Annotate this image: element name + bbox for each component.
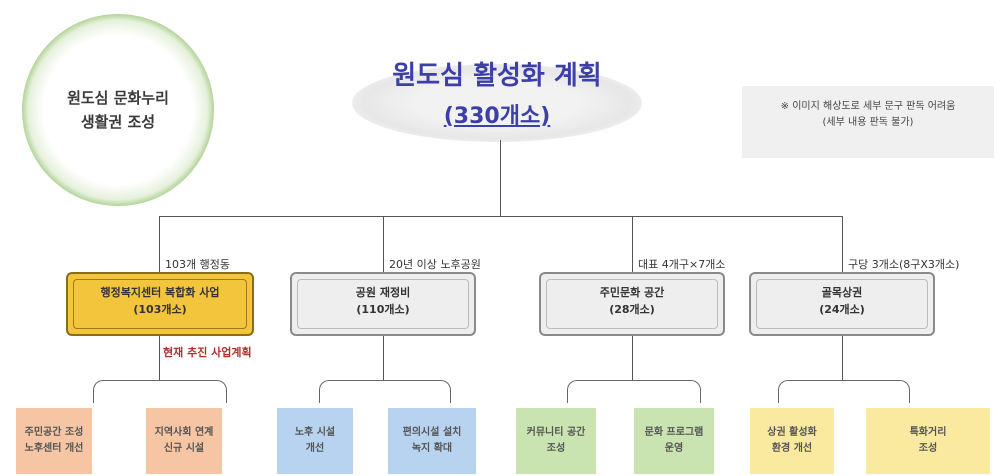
- leaf-4-1-line-1: 상권 활성화: [767, 427, 817, 438]
- leaf-stem-1: [159, 336, 160, 380]
- branch-label-4: 구당 3개소(8구X3개소): [848, 258, 960, 271]
- goal-circle-text: 원도심 문화누리 생활권 조성: [22, 86, 214, 134]
- leaf-2-2-line-2: 녹지 확대: [411, 443, 453, 454]
- category-box-3-text: 주민문화 공간 (28개소): [541, 274, 723, 318]
- category-box-1: 행정복지센터 복합화 사업 (103개소): [66, 272, 254, 336]
- note-box: [742, 86, 994, 158]
- branch-label-3: 대표 4개구×7개소: [638, 258, 726, 271]
- diagram-title-count: (330개소): [443, 104, 551, 129]
- leaf-bracket-2: [319, 380, 451, 403]
- goal-line-2: 생활권 조성: [80, 113, 156, 131]
- category-box-2-frame: [297, 279, 469, 329]
- branch-label-2: 20년 이상 노후공원: [389, 258, 481, 271]
- category-box-3-title: 주민문화 공간: [599, 286, 665, 299]
- leaf-stem-4: [842, 336, 843, 380]
- category-box-4-frame: [756, 279, 928, 329]
- leaf-1-2-line-1: 지역사회 연계: [154, 427, 214, 438]
- leaf-2-1: 노후 시설 개선: [277, 408, 353, 474]
- branch-line-4: [842, 216, 843, 272]
- goal-circle: [22, 14, 214, 206]
- leaf-bracket-1: [93, 380, 227, 403]
- leaf-3-1: 커뮤니티 공간 조성: [516, 408, 596, 474]
- category-box-1-title: 행정복지센터 복합화 사업: [100, 286, 220, 299]
- leaf-bracket-3: [567, 380, 701, 403]
- category-box-1-frame: [73, 279, 247, 329]
- leaf-stem-3: [632, 336, 633, 380]
- category-box-2-text: 공원 재정비 (110개소): [292, 274, 474, 318]
- branch-line-3: [632, 216, 633, 272]
- leaf-2-1-line-2: 개선: [305, 443, 325, 454]
- leaf-4-2-line-1: 특화거리: [909, 427, 947, 438]
- category-box-4-title: 골목상권: [821, 286, 863, 299]
- trunk-line: [500, 140, 501, 216]
- category-box-1-text: 행정복지센터 복합화 사업 (103개소): [68, 274, 252, 318]
- leaf-1-1-line-2: 노후센터 개선: [24, 443, 84, 454]
- leaf-bracket-4: [778, 380, 910, 403]
- category-box-3: 주민문화 공간 (28개소): [539, 272, 725, 336]
- leaf-stem-2: [383, 336, 384, 380]
- diagram-title: 원도심 활성화 계획: [392, 61, 602, 91]
- category-box-4-text: 골목상권 (24개소): [751, 274, 933, 318]
- leaf-4-2: 특화거리 조성: [866, 408, 990, 474]
- title-cloud: [352, 64, 642, 142]
- leaf-1-1: 주민공간 조성 노후센터 개선: [16, 408, 92, 474]
- note-line-1: ※ 이미지 해상도로 세부 문구 판독 어려움: [780, 101, 956, 112]
- leaf-3-2-line-2: 운영: [664, 443, 684, 454]
- current-plan-note: 현재 추진 사업계획: [163, 346, 252, 359]
- note-text: ※ 이미지 해상도로 세부 문구 판독 어려움 (세부 내용 판독 불가): [742, 99, 994, 131]
- leaf-2-2: 편의시설 설치 녹지 확대: [388, 408, 476, 474]
- category-box-4-count: (24개소): [819, 303, 865, 316]
- category-box-1-count: (103개소): [133, 303, 187, 316]
- leaf-4-1: 상권 활성화 환경 개선: [750, 408, 834, 474]
- branch-label-1: 103개 행정동: [165, 258, 230, 271]
- leaf-2-1-line-1: 노후 시설: [294, 427, 336, 438]
- branch-line-1: [159, 216, 160, 272]
- category-box-2-title: 공원 재정비: [355, 286, 411, 299]
- leaf-4-1-line-2: 환경 개선: [771, 443, 813, 454]
- leaf-1-2: 지역사회 연계 신규 시설: [146, 408, 222, 474]
- leaf-3-2-line-1: 문화 프로그램: [644, 427, 704, 438]
- leaf-2-2-line-1: 편의시설 설치: [402, 427, 462, 438]
- branch-line-2: [383, 216, 384, 272]
- leaf-3-2: 문화 프로그램 운영: [634, 408, 714, 474]
- leaf-3-1-line-2: 조성: [546, 443, 566, 454]
- category-box-3-frame: [546, 279, 718, 329]
- leaf-3-1-line-1: 커뮤니티 공간: [526, 427, 586, 438]
- leaf-4-2-line-2: 조성: [918, 443, 938, 454]
- horizontal-line: [159, 216, 843, 217]
- category-box-4: 골목상권 (24개소): [749, 272, 935, 336]
- category-box-2-count: (110개소): [356, 303, 410, 316]
- leaf-1-2-line-2: 신규 시설: [163, 443, 205, 454]
- goal-line-1: 원도심 문화누리: [67, 89, 169, 107]
- category-box-3-count: (28개소): [609, 303, 655, 316]
- category-box-2: 공원 재정비 (110개소): [290, 272, 476, 336]
- note-line-2: (세부 내용 판독 불가): [822, 117, 914, 128]
- leaf-1-1-line-1: 주민공간 조성: [24, 427, 84, 438]
